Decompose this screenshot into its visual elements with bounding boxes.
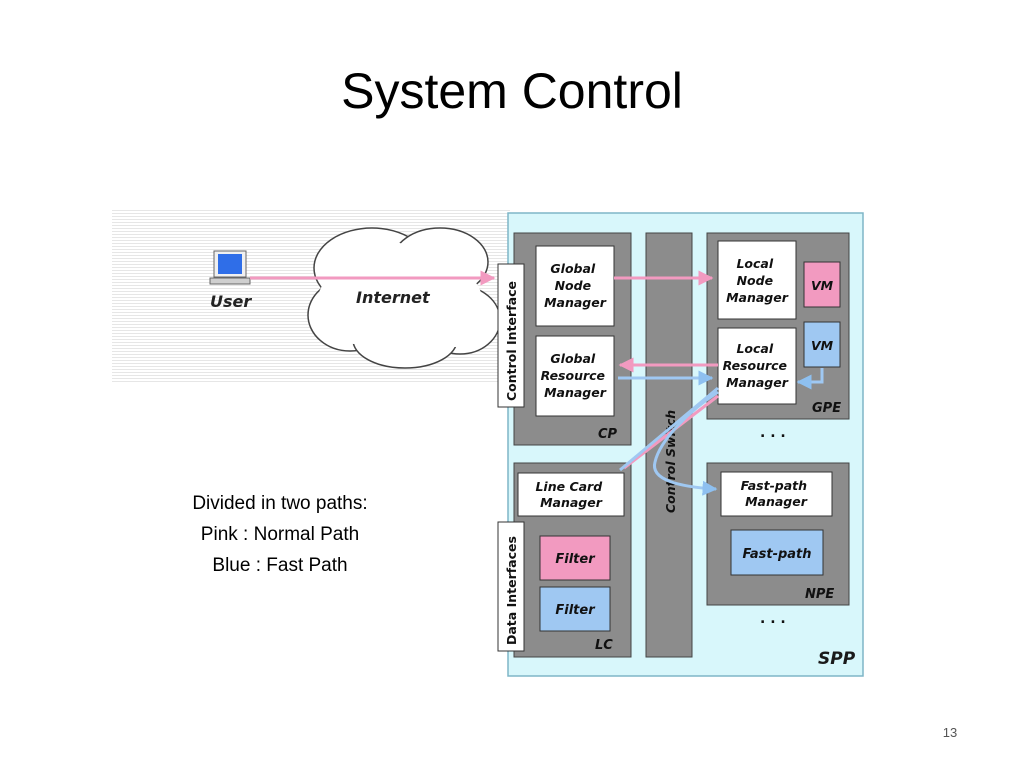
cp-label: CP	[598, 427, 618, 442]
filter-normal-label: Filter	[555, 552, 596, 567]
global-resource-manager-box	[535, 335, 615, 417]
data-interfaces-label: Data Interfaces	[504, 536, 519, 645]
gpe-label: GPE	[812, 401, 841, 416]
npe-label: NPE	[805, 587, 834, 602]
fast-path-manager-box	[720, 471, 833, 517]
fast-path-box	[730, 529, 824, 576]
local-node-manager-label: Local Node Manager	[726, 256, 789, 305]
vm-normal-label: VM	[811, 278, 834, 293]
vm-fast-label: VM	[811, 338, 834, 353]
global-node-manager-box	[535, 245, 615, 327]
line-card-manager-label: Line Card Manager	[535, 479, 606, 510]
local-node-manager-box	[717, 240, 797, 320]
internet-label: Internet	[356, 288, 431, 307]
user-label: User	[210, 292, 252, 311]
line-card-manager-box	[517, 472, 625, 517]
fast-path-manager-label: Fast-path Manager	[741, 478, 812, 509]
gpe-ellipsis: . . .	[760, 425, 786, 441]
fast-path-arrows	[618, 368, 824, 496]
slide-title: System Control	[341, 63, 683, 119]
filter-fast-box	[539, 586, 611, 632]
slide-number: 13	[942, 725, 958, 740]
fast-path-label: Fast-path	[742, 547, 811, 562]
global-node-manager-label: Global Node Manager	[544, 261, 607, 310]
vm-normal-box	[803, 261, 841, 308]
caption-line: Blue : Fast Path	[212, 555, 348, 576]
local-resource-manager-box	[717, 327, 797, 405]
spp-label: SPP	[818, 649, 856, 669]
data-interfaces-bar	[497, 521, 525, 652]
local-resource-manager-label: Local Resource Manager	[723, 341, 792, 390]
filter-normal-box	[539, 535, 611, 581]
filter-fast-label: Filter	[555, 603, 596, 618]
caption-line: Pink : Normal Path	[200, 524, 360, 545]
vm-fast-box	[803, 321, 841, 368]
global-resource-manager-label: Global Resource Manager	[541, 351, 610, 400]
caption: Divided in two paths: Pink : Normal Path…	[150, 488, 410, 581]
control-interface-bar	[497, 263, 525, 408]
caption-line: Divided in two paths:	[192, 493, 368, 514]
lc-label: LC	[595, 638, 613, 653]
control-interface-label: Control Interface	[504, 281, 519, 401]
user-computer-icon	[209, 250, 251, 285]
npe-ellipsis: . . .	[760, 611, 786, 627]
